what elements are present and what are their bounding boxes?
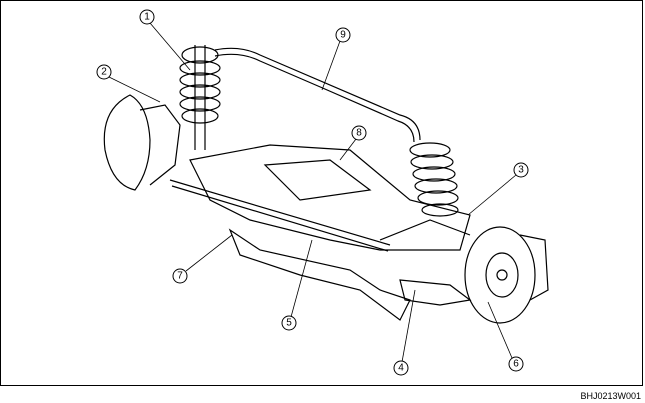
callout-label: 6	[513, 359, 519, 370]
callout-3: 3	[513, 162, 529, 178]
callout-label: 2	[101, 67, 107, 78]
callout-5: 5	[281, 315, 297, 331]
callout-7: 7	[172, 268, 188, 284]
callout-4: 4	[393, 360, 409, 376]
figure-code: BHJ0213W001	[580, 391, 641, 401]
callout-label: 4	[398, 363, 404, 374]
callout-label: 8	[356, 128, 362, 139]
diagram-frame	[0, 0, 643, 386]
callout-label: 5	[286, 318, 292, 329]
callout-6: 6	[508, 356, 524, 372]
callout-2: 2	[96, 64, 112, 80]
callout-label: 9	[340, 30, 346, 41]
callout-1: 1	[139, 9, 155, 25]
callout-label: 7	[177, 271, 183, 282]
suspension-drawing	[103, 45, 549, 324]
callout-9: 9	[335, 27, 351, 43]
callout-label: 3	[518, 165, 524, 176]
callout-label: 1	[144, 12, 150, 23]
callout-8: 8	[351, 125, 367, 141]
callout-leaders	[108, 22, 517, 363]
